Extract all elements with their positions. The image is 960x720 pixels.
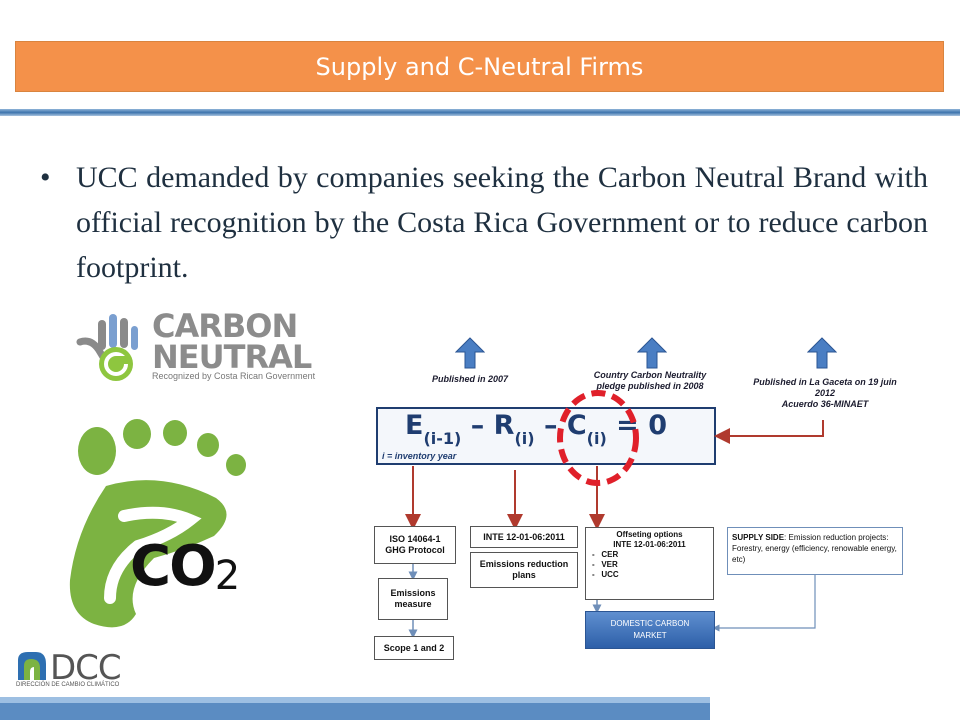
iso-box: ISO 14064-1 GHG Protocol — [374, 526, 456, 564]
emissions-measure-line2: measure — [394, 599, 432, 609]
published-2008-label: Country Carbon Neutrality pledge publish… — [585, 370, 715, 392]
eq-minus-r: – R — [461, 410, 515, 441]
offset-title: Offseting options — [616, 530, 683, 539]
emissions-reduction-line2: plans — [512, 570, 536, 580]
offset-standard: INTE 12-01-06:2011 — [613, 540, 686, 549]
published-gaceta-line3: Acuerdo 36-MINAET — [781, 399, 869, 409]
up-arrow-icon — [637, 337, 667, 369]
domestic-carbon-market-box: DOMESTIC CARBON MARKET — [585, 611, 715, 649]
eq-equals-zero: = 0 — [606, 410, 667, 441]
emissions-measure-line1: Emissions — [390, 588, 436, 598]
eq-sub-3: (i) — [586, 429, 607, 448]
scope-box: Scope 1 and 2 — [374, 636, 454, 660]
co2-label: CO2 — [130, 534, 240, 599]
carbon-neutral-tagline: Recognized by Costa Rican Government — [152, 371, 316, 381]
slide-title: Supply and C-Neutral Firms — [315, 52, 644, 81]
highlight-circle — [557, 390, 639, 486]
offset-item: - VER — [592, 560, 618, 569]
co2-co: CO — [130, 534, 217, 599]
footer-bar-highlight — [0, 697, 710, 703]
supply-side-text: : Emission reduction projects: Forestry,… — [732, 533, 897, 564]
eq-sub-1: (i-1) — [423, 429, 462, 448]
domestic-line1: DOMESTIC CARBON — [610, 619, 690, 628]
published-gaceta-label: Published in La Gaceta on 19 juin 2012 A… — [740, 377, 910, 410]
title-divider — [0, 109, 960, 116]
domestic-line2: MARKET — [633, 631, 667, 640]
inventory-year-note: i = inventory year — [382, 451, 457, 461]
published-2008-line2: pledge published in 2008 — [596, 381, 704, 391]
eq-e: E — [405, 410, 424, 441]
iso-line1: ISO 14064-1 — [389, 534, 441, 544]
inte-box: INTE 12-01-06:2011 — [470, 526, 578, 548]
eq-sub-2: (i) — [514, 429, 535, 448]
co2-two: 2 — [214, 553, 240, 599]
diagram-connectors — [405, 420, 824, 639]
up-arrow-icon — [807, 337, 837, 369]
offsetting-options-box: Offseting options INTE 12-01-06:2011 - C… — [585, 527, 714, 600]
carbon-neutral-equation: E(i-1) – R(i) – C(i) = 0 — [405, 410, 667, 448]
emissions-measure-box: Emissions measure — [378, 578, 448, 620]
published-gaceta-line1: Published in La Gaceta on 19 juin — [753, 377, 897, 387]
up-arrow-icon — [455, 337, 485, 369]
footprint-icon — [69, 419, 246, 628]
supply-side-box: SUPPLY SIDE: Emission reduction projects… — [727, 527, 903, 575]
dcc-logo-icon — [18, 652, 46, 680]
bullet-dot: • — [40, 161, 51, 194]
published-gaceta-line2: 2012 — [814, 388, 836, 398]
slide-title-bar: Supply and C-Neutral Firms — [15, 41, 944, 92]
bullet-point: • UCC demanded by companies seeking the … — [40, 155, 928, 290]
published-2008-line1: Country Carbon Neutrality — [593, 370, 707, 380]
supply-side-label: SUPPLY SIDE — [732, 533, 785, 542]
offset-item: - CER — [592, 550, 619, 559]
iso-line2: GHG Protocol — [385, 545, 445, 555]
equation-box — [376, 407, 716, 465]
carbon-neutral-line1: CARBON — [152, 307, 298, 345]
published-2007-label: Published in 2007 — [431, 374, 509, 384]
carbon-neutral-line2: NEUTRAL — [152, 338, 312, 376]
dcc-name: DCC — [50, 648, 122, 688]
emissions-reduction-box: Emissions reduction plans — [470, 552, 578, 588]
emissions-reduction-line1: Emissions reduction — [479, 559, 569, 569]
scope-label: Scope 1 and 2 — [383, 642, 445, 653]
offset-item: - UCC — [592, 570, 619, 579]
hand-logo-icon — [76, 314, 138, 381]
dcc-tagline: DIRECCIÓN DE CAMBIO CLIMÁTICO — [16, 682, 120, 688]
bullet-text: UCC demanded by companies seeking the Ca… — [76, 161, 928, 284]
inte-label: INTE 12-01-06:2011 — [483, 531, 565, 542]
